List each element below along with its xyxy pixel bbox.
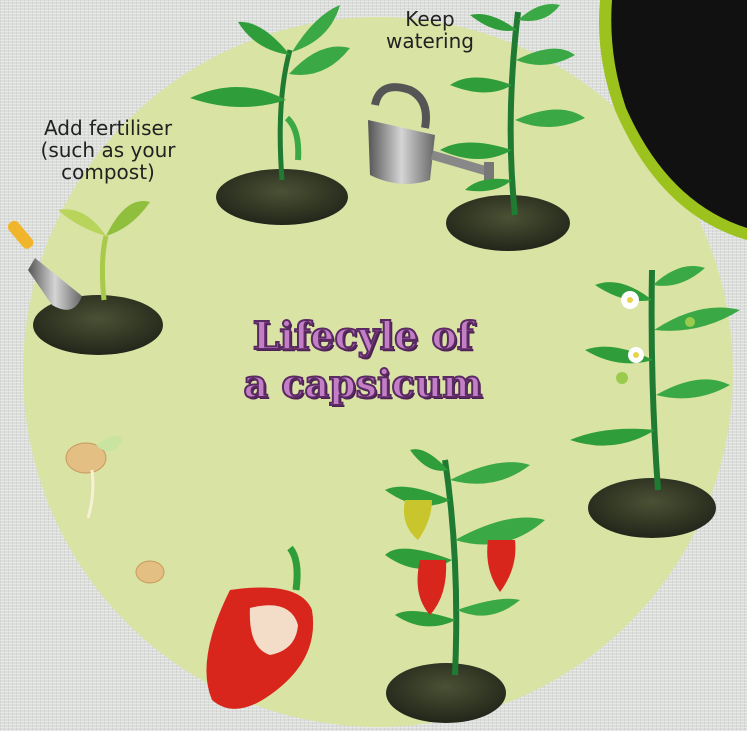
watering-label: Keep watering xyxy=(378,8,482,52)
fertiliser-label-line1: Add fertiliser xyxy=(18,117,198,139)
watering-label-line2: watering xyxy=(378,30,482,52)
fertiliser-label: Add fertiliser (such as your compost) xyxy=(18,117,198,183)
fertiliser-label-line3: compost) xyxy=(18,161,198,183)
fertiliser-label-line2: (such as your xyxy=(18,139,198,161)
diagram-title: Lifecyle of a capsicum xyxy=(188,312,538,408)
title-line2: a capsicum xyxy=(188,360,538,408)
watering-label-line1: Keep xyxy=(378,8,482,30)
title-line1: Lifecyle of xyxy=(188,312,538,360)
